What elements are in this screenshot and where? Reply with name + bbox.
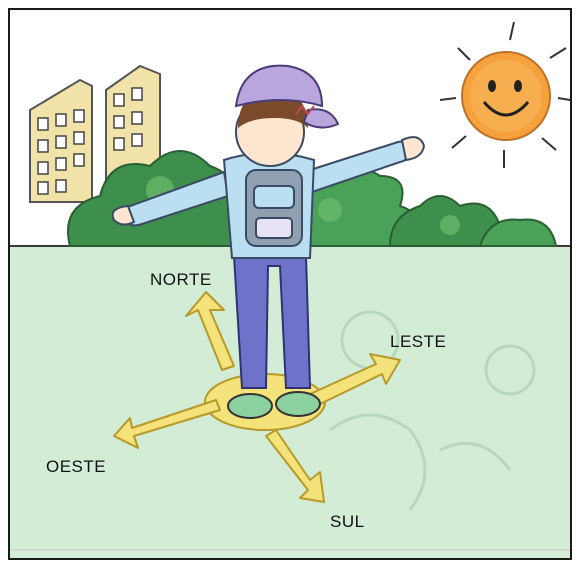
child-figure-icon xyxy=(111,64,426,419)
label-east: LESTE xyxy=(390,332,447,351)
label-west: OESTE xyxy=(46,457,107,476)
label-north: NORTE xyxy=(150,270,212,289)
sun-icon xyxy=(439,21,570,168)
illustration-frame: NORTE LESTE OESTE SUL xyxy=(8,8,572,560)
building-icon xyxy=(29,78,93,203)
compass-scene xyxy=(10,21,570,558)
label-south: SUL xyxy=(330,512,365,531)
building-icon xyxy=(105,64,161,181)
